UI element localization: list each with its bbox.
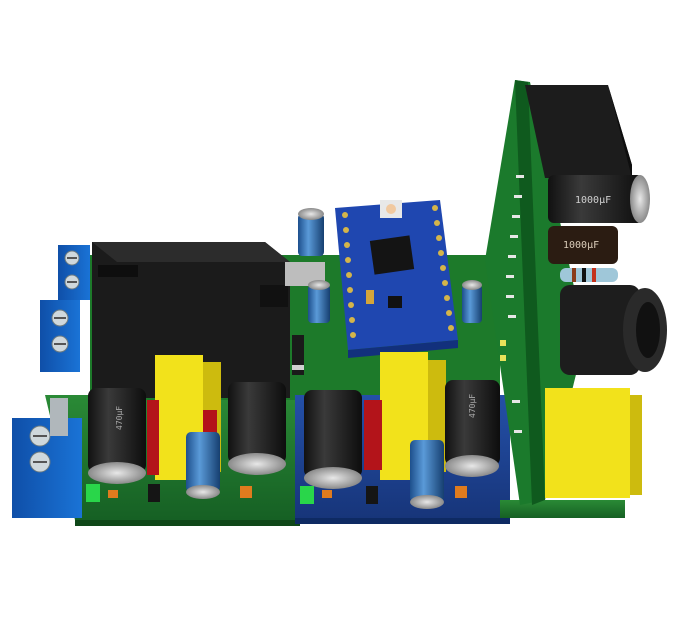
electrolytic-capacitor-icon <box>304 390 362 489</box>
smd-component <box>108 490 118 498</box>
capacitor-label: 470µF <box>468 394 477 418</box>
electrolytic-capacitor-icon: 1000µF <box>548 175 650 223</box>
electrolytic-capacitor-icon <box>462 280 482 323</box>
electrolytic-capacitor-icon <box>186 432 220 499</box>
smd-component <box>455 486 467 498</box>
electrolytic-capacitor-icon <box>298 208 324 256</box>
capacitor-label: 1000µF <box>575 195 611 206</box>
green-led <box>300 486 314 504</box>
screw-terminal-icon <box>58 245 90 300</box>
metal-standoff <box>50 398 68 436</box>
transistor-component <box>366 486 378 504</box>
capacitor-label: 470µF <box>115 406 124 430</box>
relay-component <box>92 242 325 398</box>
green-led <box>86 484 100 502</box>
capacitor-label: 1000µF <box>563 240 599 251</box>
electrolytic-capacitor-icon: 470µF <box>445 380 500 477</box>
transistor-component <box>148 484 160 502</box>
audio-jack-component <box>560 285 667 375</box>
resistor-component <box>560 268 618 282</box>
electrolytic-capacitor-icon <box>410 440 444 509</box>
electrolytic-capacitor-icon <box>228 382 286 475</box>
smd-component <box>322 490 332 498</box>
electrolytic-capacitor-icon <box>308 280 330 323</box>
electrolytic-capacitor-icon: 1000µF <box>548 226 618 264</box>
diode-component <box>292 335 304 375</box>
arduino-pro-mini-icon <box>335 200 458 358</box>
relay-component <box>525 85 632 178</box>
smd-component <box>240 486 252 498</box>
transformer-icon <box>545 388 642 498</box>
bottom-right-board <box>500 500 625 518</box>
screw-terminal-icon <box>40 300 80 372</box>
screw-terminal-icon <box>12 418 82 518</box>
electrolytic-capacitor-icon: 470µF <box>88 388 146 484</box>
